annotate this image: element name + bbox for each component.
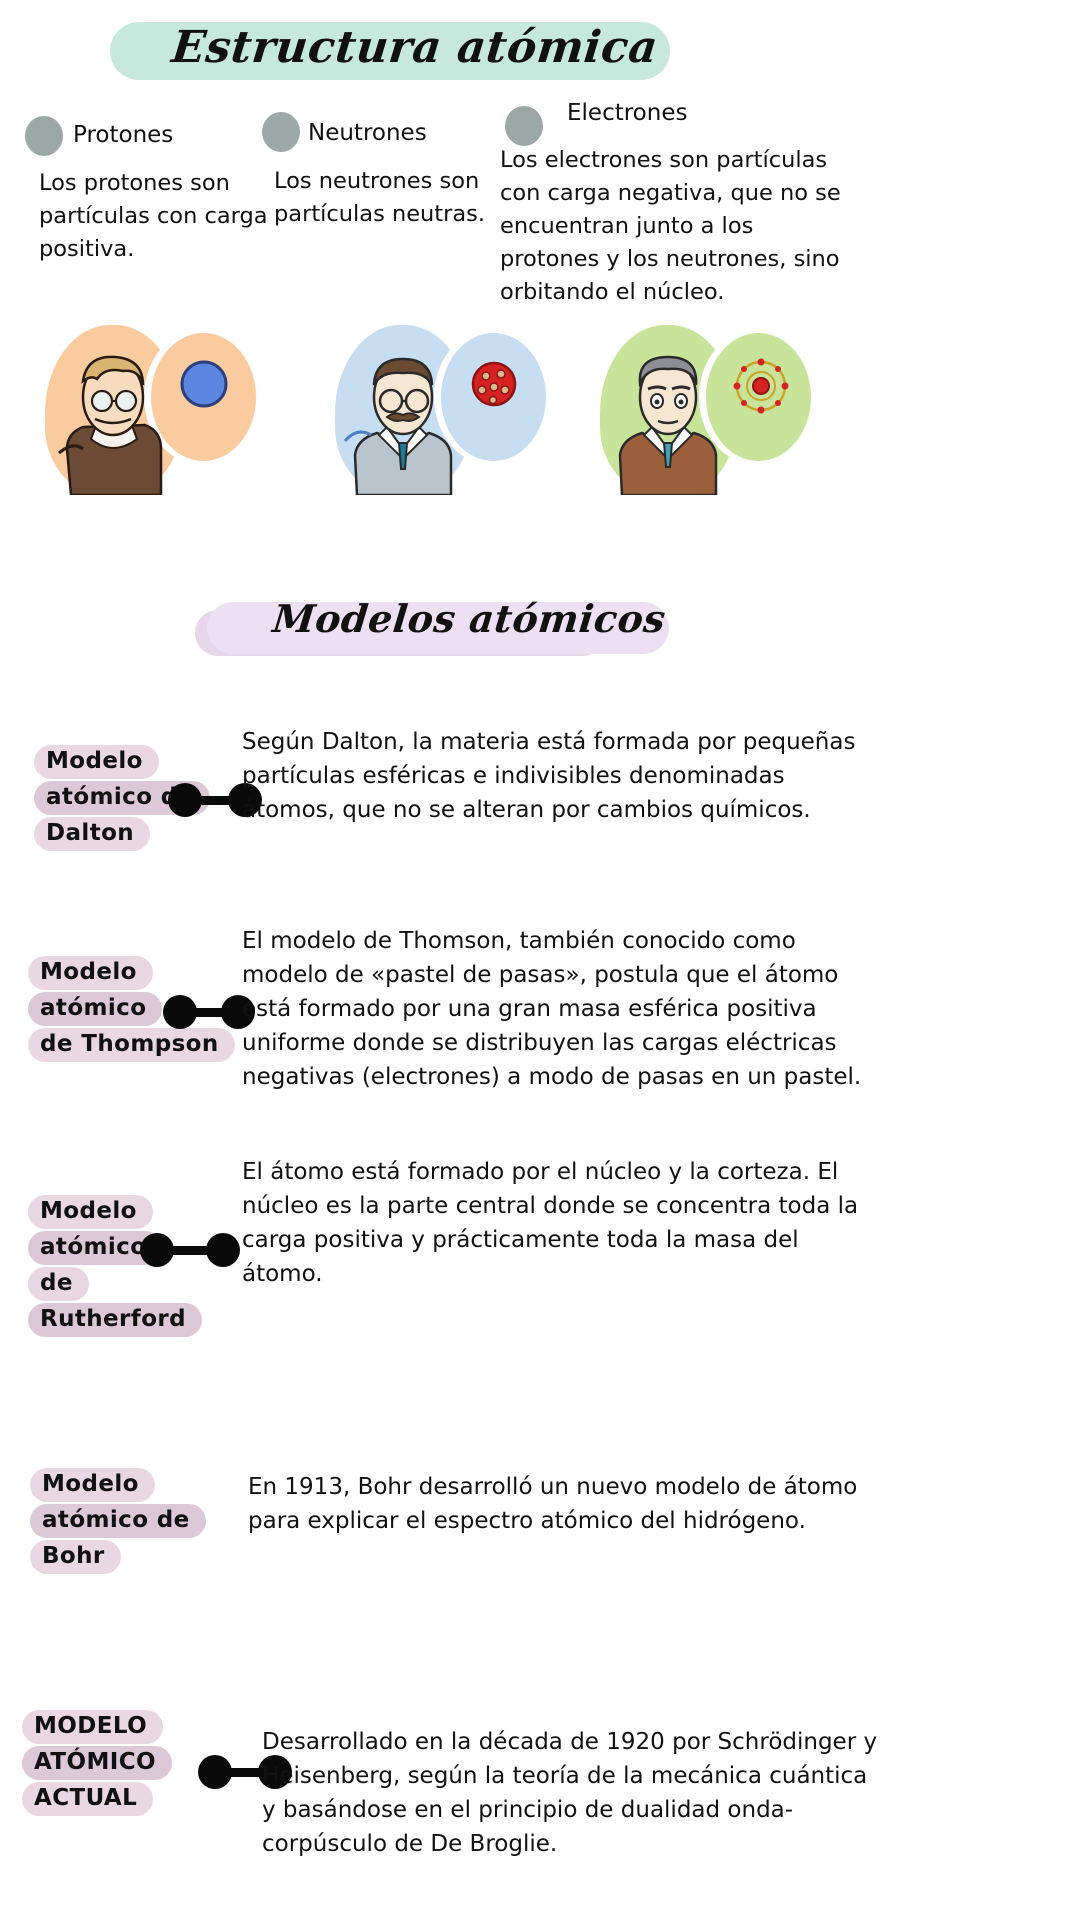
model-label-line: atómico <box>28 1231 163 1265</box>
model-label-line: Modelo <box>28 1195 153 1229</box>
title-banner-pill <box>110 22 670 80</box>
particle-description-neutrones: Los neutrones son partículas neutras. <box>274 168 486 227</box>
particle-name-neutrones: Neutrones <box>308 120 427 146</box>
model-label-line: Dalton <box>34 817 151 851</box>
plum-pudding-atom-icon <box>471 361 517 407</box>
model-connector-thompson <box>163 995 263 1029</box>
scientist-face-thomson <box>343 357 453 495</box>
model-label-dalton: Modelo atómico de Dalton <box>34 745 234 853</box>
model-label-line: MODELO <box>22 1710 164 1744</box>
model-label-line: atómico de <box>30 1504 206 1538</box>
model-label-line: ACTUAL <box>22 1782 154 1816</box>
model-label-thompson: Modelo atómico de Thompson <box>28 956 238 1064</box>
atom-model-blob <box>151 333 256 461</box>
model-label-line: de <box>28 1267 89 1301</box>
model-label-line: Rutherford <box>28 1303 203 1337</box>
model-label-bohr: Modelo atómico de Bohr <box>30 1468 230 1576</box>
model-description-thompson: El modelo de Thomson, también conocido c… <box>242 928 862 1090</box>
model-label-rutherford: Modelo atómico de Rutherford <box>28 1195 243 1339</box>
particle-dot-icon <box>262 112 300 152</box>
model-label-line: Bohr <box>30 1540 121 1574</box>
particle-dot-icon <box>25 116 63 156</box>
model-label-actual: MODELO ATÓMICO ACTUAL <box>22 1710 212 1818</box>
page-title-banner: Estructura atómica <box>110 22 690 94</box>
solid-sphere-atom-icon <box>180 360 228 408</box>
page-title: Estructura atómica <box>169 22 661 73</box>
particle-description-protones: Los protones son partículas con carga po… <box>39 170 268 262</box>
particle-name-protones: Protones <box>73 122 174 148</box>
model-label-line: de Thompson <box>28 1028 235 1062</box>
scientist-face-rutherford <box>618 355 718 495</box>
portrait-thomson <box>335 325 550 495</box>
model-description-bohr: En 1913, Bohr desarrolló un nuevo modelo… <box>248 1474 858 1534</box>
atom-model-blob <box>706 333 811 461</box>
model-connector-rutherford <box>140 1233 250 1267</box>
model-description-dalton: Según Dalton, la materia está formada po… <box>242 729 856 823</box>
model-label-line: Modelo <box>28 956 153 990</box>
particle-name-electrones: Electrones <box>567 100 688 126</box>
model-label-line: Modelo <box>30 1468 155 1502</box>
models-section-title: Modelos atómicos <box>270 596 668 641</box>
model-label-line: Modelo <box>34 745 159 779</box>
atom-model-blob <box>441 333 546 461</box>
scientist-face-dalton <box>58 355 163 495</box>
model-label-line: ATÓMICO <box>22 1746 172 1780</box>
models-banner-pill-front <box>207 602 669 654</box>
model-description-rutherford: El átomo está formado por el núcleo y la… <box>242 1159 859 1287</box>
models-section-banner: Modelos atómicos <box>195 596 715 678</box>
model-connector-dalton <box>168 783 268 817</box>
model-connector-actual <box>198 1755 308 1789</box>
portrait-rutherford <box>600 325 815 495</box>
model-description-actual: Desarrollado en la década de 1920 por Sc… <box>262 1729 878 1857</box>
particle-dot-icon <box>505 106 543 146</box>
particle-description-electrones: Los electrones son partículas con carga … <box>500 147 841 305</box>
nuclear-orbit-atom-icon <box>733 358 789 414</box>
model-label-line: atómico <box>28 992 163 1026</box>
portrait-dalton <box>45 325 260 495</box>
